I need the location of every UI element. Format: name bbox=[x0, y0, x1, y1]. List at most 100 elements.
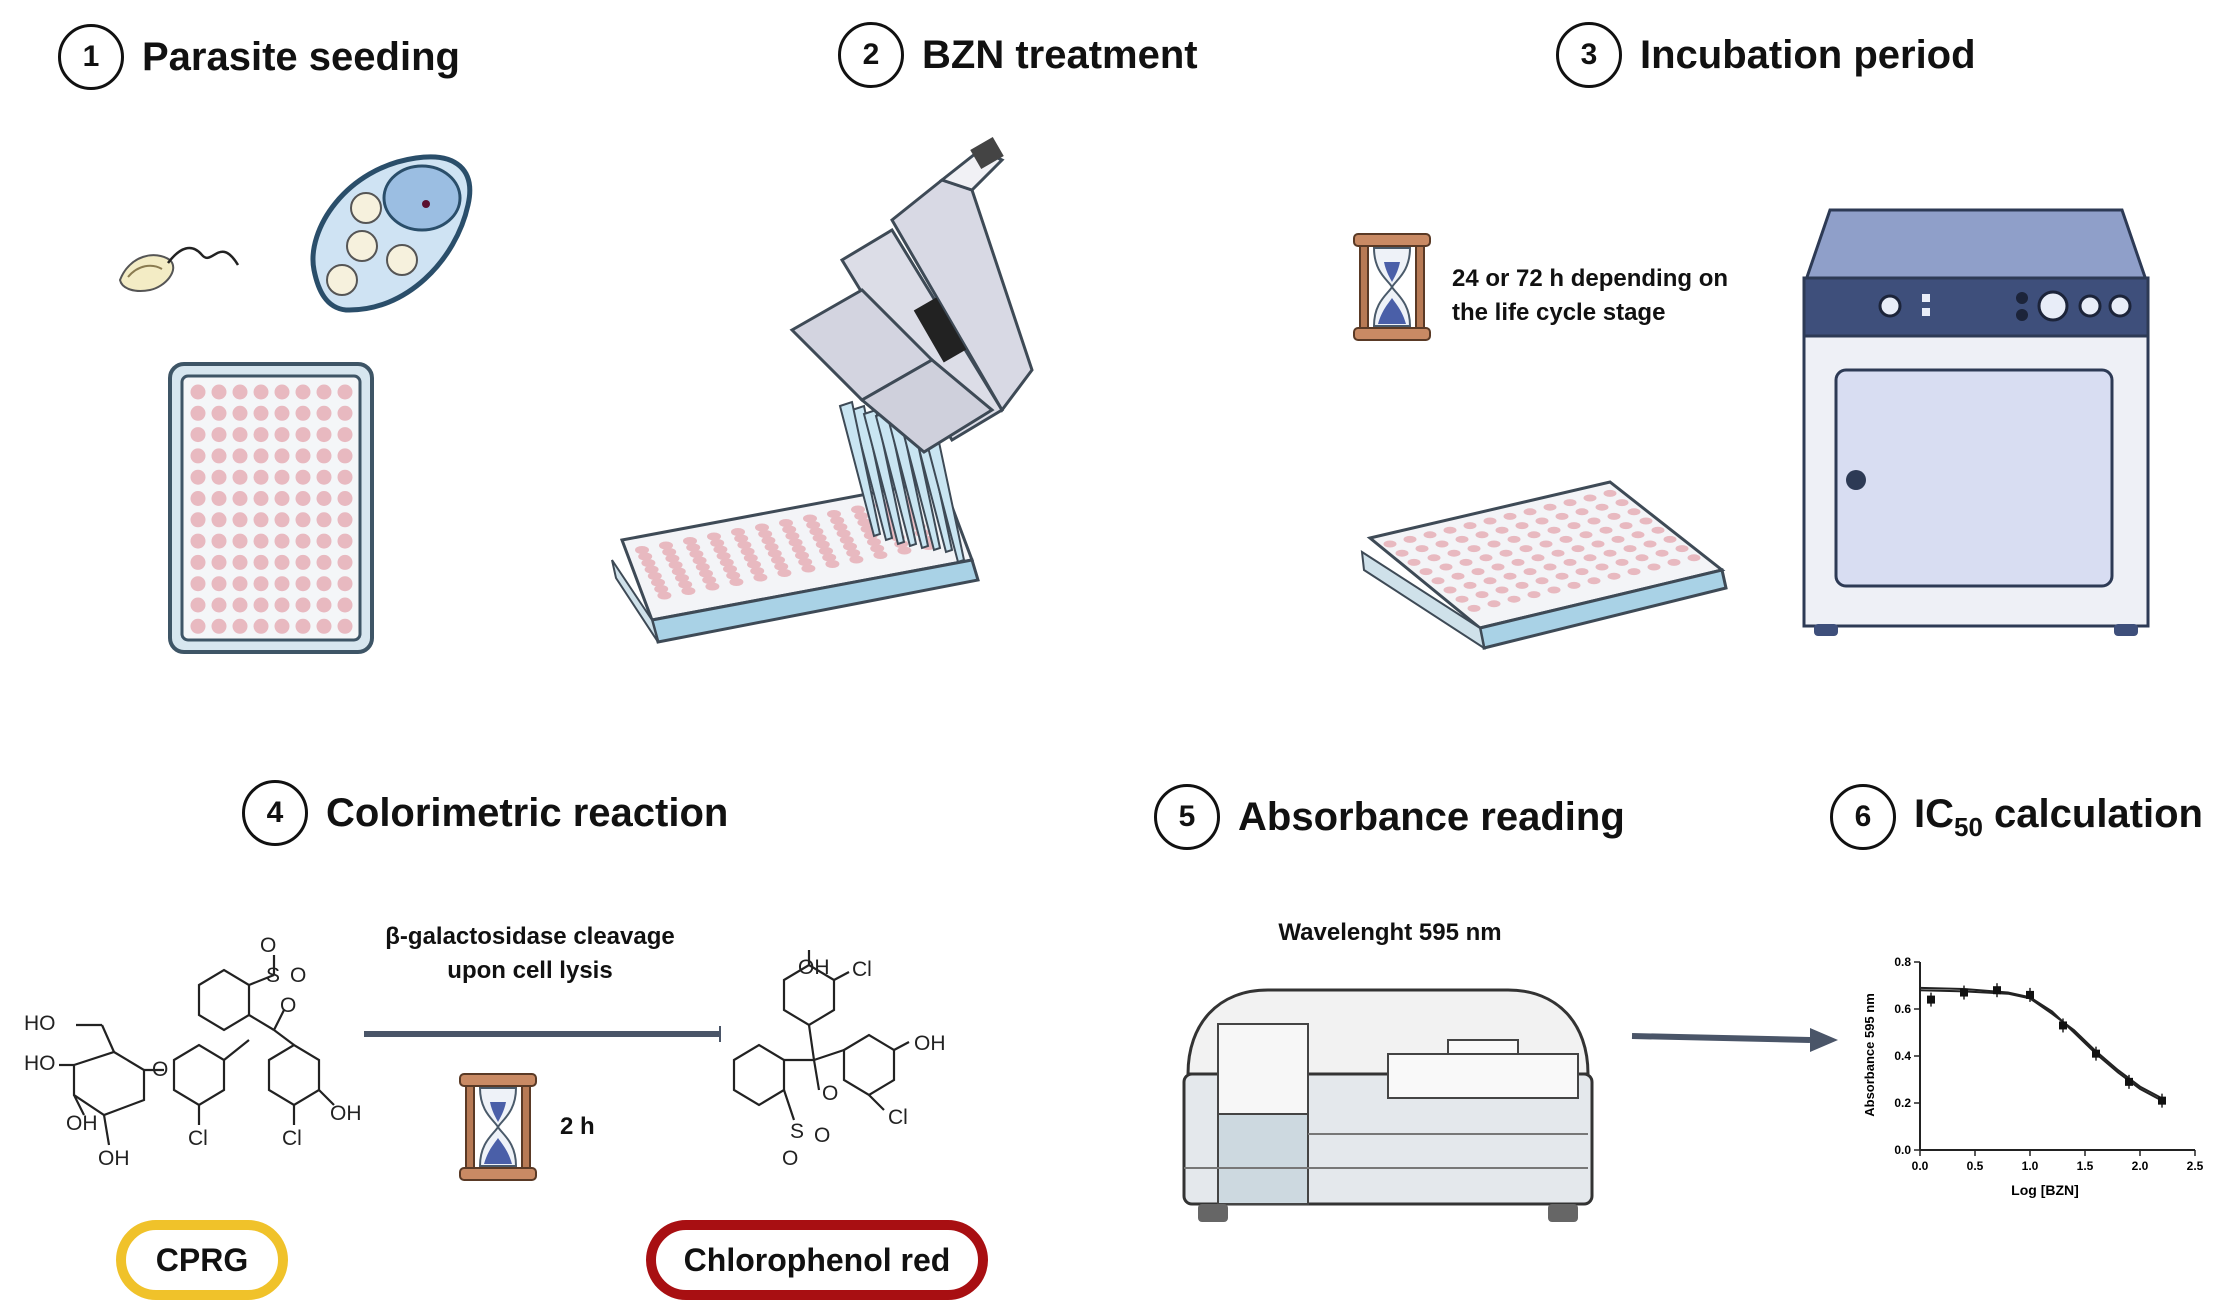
plate-well bbox=[1495, 526, 1509, 534]
svg-text:Cl: Cl bbox=[852, 958, 872, 981]
plate-well bbox=[647, 572, 662, 580]
plate-well bbox=[846, 549, 861, 557]
plate-well bbox=[190, 405, 206, 421]
plate-well bbox=[809, 527, 824, 536]
plate-well bbox=[337, 597, 353, 613]
plate-well bbox=[683, 537, 697, 545]
plate-well bbox=[253, 469, 269, 485]
x-tick-label: 0.5 bbox=[1967, 1159, 1984, 1173]
plate-well bbox=[1635, 554, 1649, 562]
plate-well bbox=[274, 491, 290, 506]
incubation-note-line-1: 24 or 72 h depending on bbox=[1452, 265, 1729, 292]
plate-well bbox=[795, 551, 809, 560]
plate-well bbox=[232, 491, 248, 506]
plate-well bbox=[274, 554, 290, 570]
plate-well bbox=[803, 514, 817, 523]
plate-well bbox=[316, 448, 332, 464]
plate-well bbox=[211, 512, 227, 528]
svg-text:O: O bbox=[290, 964, 306, 987]
plate-well bbox=[232, 405, 248, 421]
plate-well bbox=[1611, 535, 1625, 543]
reaction-arrow bbox=[364, 1026, 721, 1042]
plate-well bbox=[1491, 563, 1505, 571]
plate-well bbox=[716, 552, 731, 560]
plate-well bbox=[190, 597, 206, 613]
data-point bbox=[1927, 995, 1935, 1004]
plate-well bbox=[253, 554, 269, 570]
plate-well bbox=[1555, 572, 1569, 580]
plate-well bbox=[295, 491, 311, 506]
step-5-header: 5 Absorbance reading bbox=[1154, 784, 1625, 850]
plate-well bbox=[190, 384, 206, 400]
plate-well bbox=[1427, 554, 1441, 562]
plate-well bbox=[1403, 535, 1417, 543]
svg-text:Cl: Cl bbox=[282, 1127, 302, 1150]
step-4-header: 4 Colorimetric reaction bbox=[242, 780, 728, 846]
plate-well bbox=[1607, 512, 1621, 520]
plate-well bbox=[1631, 531, 1645, 539]
plate-well bbox=[1507, 535, 1521, 543]
plate-well bbox=[295, 427, 311, 443]
plate-well bbox=[316, 469, 332, 485]
y-tick-label: 0.0 bbox=[1894, 1143, 1911, 1157]
plate-well bbox=[1487, 540, 1501, 548]
plate-well bbox=[1495, 586, 1509, 594]
plate-well bbox=[1603, 489, 1617, 497]
plate-well bbox=[815, 540, 830, 549]
plate-well bbox=[211, 597, 227, 613]
y-axis-label: Absorbance 595 nm bbox=[1862, 993, 1877, 1117]
plate-well bbox=[295, 554, 311, 570]
plate-well bbox=[253, 618, 269, 634]
plate-well bbox=[232, 576, 248, 592]
plate-well bbox=[713, 545, 728, 554]
reaction-label-line-2: upon cell lysis bbox=[447, 957, 613, 984]
plate-well bbox=[1455, 595, 1469, 603]
plate-well bbox=[1615, 558, 1629, 566]
plate-well bbox=[232, 597, 248, 613]
plate-well bbox=[675, 574, 689, 582]
plate-well bbox=[1663, 535, 1677, 543]
plate-well bbox=[777, 569, 792, 577]
plate-well bbox=[1543, 503, 1557, 511]
plate-well bbox=[1507, 595, 1521, 603]
chlorophenol-red-label: Chlorophenol red bbox=[646, 1220, 988, 1300]
plate-well bbox=[1471, 568, 1485, 576]
plate-well bbox=[1523, 508, 1537, 516]
svg-text:O: O bbox=[152, 1058, 168, 1081]
plate-well bbox=[295, 533, 311, 549]
plate-well bbox=[211, 618, 227, 634]
step-title: Colorimetric reaction bbox=[326, 790, 729, 835]
plate-well bbox=[779, 519, 793, 527]
plate-well bbox=[1435, 540, 1449, 548]
x-tick-label: 2.5 bbox=[2187, 1159, 2204, 1173]
plate-well bbox=[798, 558, 813, 566]
plate-well bbox=[1667, 558, 1681, 566]
step-number: 5 bbox=[1154, 784, 1220, 850]
plate-well bbox=[1619, 522, 1633, 530]
step-number: 3 bbox=[1556, 22, 1622, 88]
plate-well bbox=[1475, 591, 1489, 599]
incubation-note-line-2: the life cycle stage bbox=[1452, 299, 1666, 326]
svg-text:OH: OH bbox=[66, 1112, 98, 1135]
plate-well bbox=[1423, 531, 1437, 539]
svg-text:S: S bbox=[266, 964, 280, 987]
plate-well bbox=[1383, 540, 1397, 548]
plate-well bbox=[753, 573, 768, 582]
plate-well bbox=[253, 427, 269, 443]
plate-well bbox=[1503, 512, 1517, 520]
plate-well bbox=[316, 533, 332, 549]
plate-well bbox=[232, 469, 248, 485]
plate-well bbox=[1655, 549, 1669, 557]
plate-well bbox=[791, 545, 806, 553]
plate-well bbox=[274, 469, 290, 485]
cprg-structure: HO HO OH OH O Cl Cl OH S O O O bbox=[24, 934, 362, 1170]
plate-well bbox=[337, 405, 353, 421]
plate-well bbox=[867, 538, 881, 546]
svg-text:OH: OH bbox=[330, 1102, 362, 1125]
plate-well bbox=[295, 618, 311, 634]
plate-well bbox=[1395, 549, 1409, 557]
step-title: IC50 calculation bbox=[1914, 791, 2203, 842]
plate-well bbox=[689, 550, 704, 558]
plate-well bbox=[771, 556, 785, 564]
